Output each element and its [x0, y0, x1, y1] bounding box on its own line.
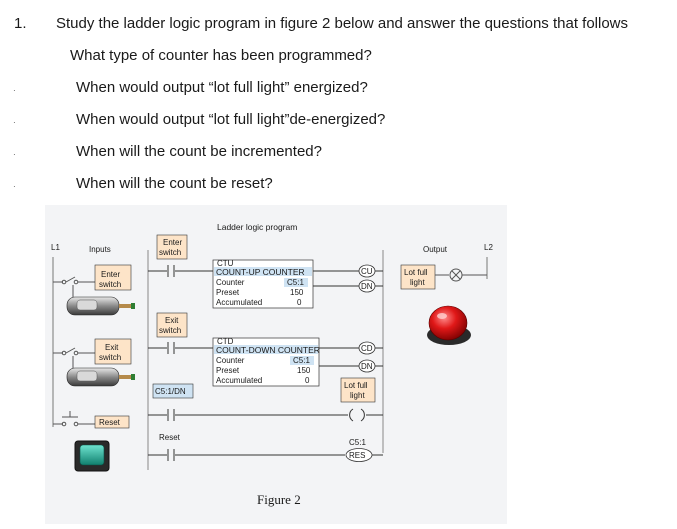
exit-switch-label-2: switch: [99, 353, 121, 362]
exit-contact-label-2: switch: [159, 326, 181, 335]
ctd-counter-label: Counter: [216, 356, 245, 365]
rung-ctd: Exit switch CTD COUNT-DOWN COUNTER Count…: [148, 312, 383, 387]
lot-full-output: Lot full light: [400, 264, 487, 345]
ladder-diagram: Ladder logic program L1 Inputs Output L2…: [51, 222, 493, 507]
ctu-out-cu: CU: [361, 267, 373, 276]
question-intro: Study the ladder logic program in figure…: [56, 15, 628, 32]
exit-switch-label-1: Exit: [105, 343, 119, 352]
ctu-title: COUNT-UP COUNTER: [216, 267, 305, 277]
rung-reset: Reset C5:1 RES: [148, 433, 383, 462]
reset-coil-symbol: RES: [349, 451, 365, 460]
dn-contact-label: C5:1/DN: [155, 387, 186, 396]
reset-pushbutton-input: Reset: [53, 411, 130, 472]
ctd-out-cd: CD: [361, 344, 373, 353]
ctd-preset-label: Preset: [216, 366, 240, 375]
rung-lot-full: C5:1/DN Lot full light: [148, 377, 383, 422]
enter-switch-label-2: switch: [99, 280, 121, 289]
lot-full-coil-label-2: light: [350, 391, 365, 400]
rung-ctu: Enter switch CTU COUNT-UP COUNTER Counte…: [148, 234, 383, 309]
ctu-tag: CTU: [217, 259, 234, 268]
ctu-accum-value: 0: [297, 298, 302, 307]
bullet-dot: ·: [13, 182, 16, 191]
ctd-out-dn: DN: [361, 362, 373, 371]
ctd-accum-value: 0: [305, 376, 310, 385]
rail-right-label: L2: [484, 243, 493, 252]
ctu-counter-label: Counter: [216, 278, 245, 287]
enter-switch-label-1: Enter: [101, 270, 120, 279]
enter-switch-input: Enter switch: [53, 264, 135, 316]
bullet-dot: ·: [13, 150, 16, 159]
ctu-preset-label: Preset: [216, 288, 240, 297]
bullet-dot: ·: [13, 86, 16, 95]
ctu-out-dn: DN: [361, 282, 373, 291]
ctd-accum-label: Accumulated: [216, 376, 262, 385]
question-item-5: When will the count be reset?: [76, 175, 273, 192]
enter-contact-label-2: switch: [159, 248, 181, 257]
ctd-title: COUNT-DOWN COUNTER: [216, 345, 320, 355]
question-number: 1.: [14, 15, 27, 32]
enter-contact-label-1: Enter: [163, 238, 182, 247]
lot-full-coil-label-1: Lot full: [344, 381, 368, 390]
limit-switch-icon: [66, 367, 135, 387]
question-item-2: When would output “lot full light” energ…: [76, 79, 368, 96]
coil-icon: [349, 408, 354, 422]
question-item-4: When will the count be incremented?: [76, 143, 322, 160]
exit-contact-label-1: Exit: [165, 316, 179, 325]
lamp-symbol-icon: [449, 268, 463, 282]
reset-input-label: Reset: [99, 418, 121, 427]
pushbutton-icon: [74, 440, 110, 472]
ctu-accum-label: Accumulated: [216, 298, 262, 307]
ctd-counter-value: C5:1: [293, 356, 310, 365]
reset-coil-tag: C5:1: [349, 438, 366, 447]
ladder-figure: Ladder logic program L1 Inputs Output L2…: [45, 205, 507, 524]
ctd-preset-value: 150: [297, 366, 311, 375]
output-heading: Output: [423, 245, 448, 254]
inputs-heading: Inputs: [89, 245, 111, 254]
output-light-label-2: light: [410, 278, 425, 287]
ctu-preset-value: 150: [290, 288, 304, 297]
output-light-label-1: Lot full: [404, 268, 428, 277]
limit-switch-icon: [66, 296, 135, 316]
question-item-1: What type of counter has been programmed…: [70, 47, 372, 64]
ctd-tag: CTD: [217, 337, 234, 346]
figure-caption: Figure 2: [257, 492, 301, 507]
rail-left-label: L1: [51, 243, 60, 252]
figure-heading: Ladder logic program: [217, 222, 297, 232]
question-item-3: When would output “lot full light”de-ene…: [76, 111, 386, 128]
bullet-dot: ·: [13, 118, 16, 127]
red-pilot-light-icon: [427, 305, 471, 345]
reset-contact-label: Reset: [159, 433, 181, 442]
exit-switch-input: Exit switch: [53, 338, 135, 387]
ctu-counter-value: C5:1: [287, 278, 304, 287]
